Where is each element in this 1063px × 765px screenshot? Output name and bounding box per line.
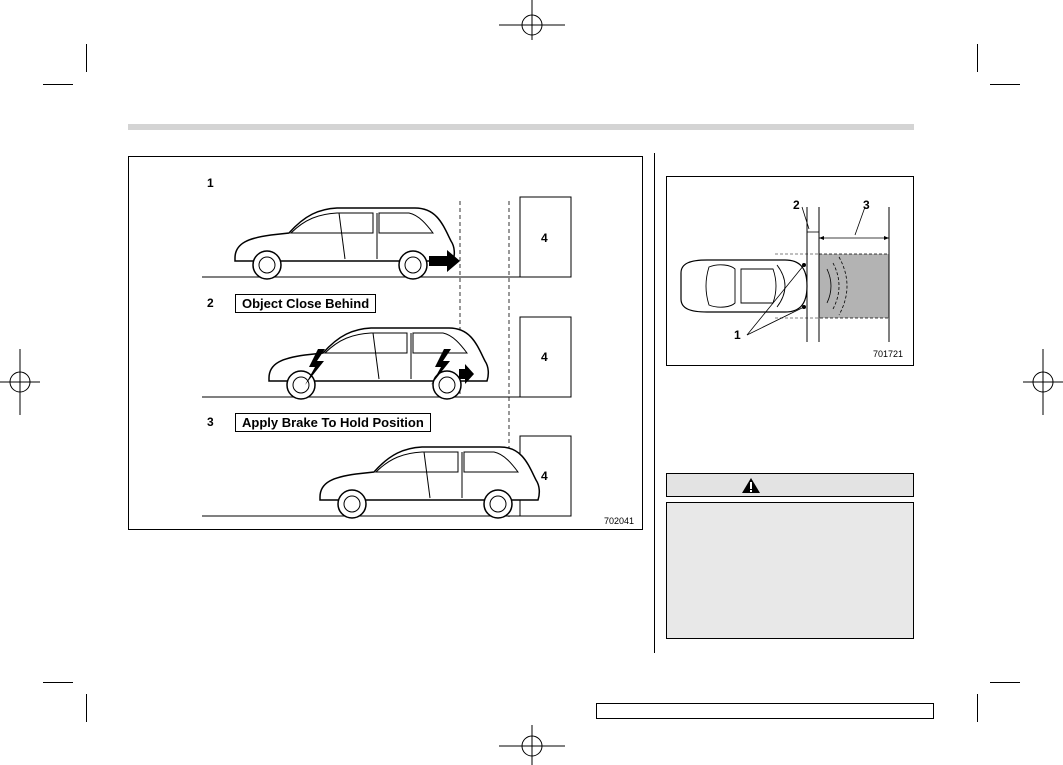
vehicle-icon xyxy=(319,446,541,519)
step-caption: Object Close Behind xyxy=(235,294,377,313)
crop-mark xyxy=(990,682,1020,683)
header-bar xyxy=(128,124,914,130)
figure-code: 701721 xyxy=(873,349,904,359)
figure-sensor-area: 2 3 1 701721 xyxy=(666,176,914,366)
crop-mark xyxy=(977,694,978,722)
column-divider xyxy=(654,153,655,653)
crop-mark xyxy=(86,44,87,72)
figure-code: 702041 xyxy=(604,516,635,526)
crop-mark xyxy=(43,682,73,683)
callout-label: 2 xyxy=(793,198,800,212)
crop-mark xyxy=(43,84,73,85)
callout-label: 1 xyxy=(734,328,741,342)
warning-header xyxy=(666,473,914,497)
obstacle-label: 4 xyxy=(541,469,548,483)
figure-reverse-braking: 1 2 Object Close Behind 3 Apply Brake To… xyxy=(128,156,643,530)
callout-label: 3 xyxy=(863,198,870,212)
lightning-icon xyxy=(431,349,451,385)
warning-body xyxy=(666,502,914,639)
footer-box xyxy=(596,703,934,719)
arrow-right-icon xyxy=(429,250,460,272)
obstacle-label: 4 xyxy=(541,231,548,245)
crop-mark xyxy=(86,694,87,722)
figure-drawing xyxy=(680,206,890,342)
warning-triangle-icon xyxy=(742,478,760,493)
obstacle-box xyxy=(519,196,572,278)
step-number: 1 xyxy=(207,176,214,190)
vehicle-icon xyxy=(234,207,456,280)
registration-target-icon xyxy=(499,0,565,40)
figure-drawing xyxy=(202,196,572,519)
detection-area xyxy=(818,253,890,319)
vehicle-icon xyxy=(268,327,490,400)
step-number: 3 xyxy=(207,415,214,429)
arrow-right-icon xyxy=(459,364,474,384)
obstacle-label: 4 xyxy=(541,350,548,364)
crop-mark xyxy=(990,84,1020,85)
vehicle-top-view-icon xyxy=(680,259,808,313)
step-number: 2 xyxy=(207,296,214,310)
registration-target-icon xyxy=(499,725,565,765)
step-caption: Apply Brake To Hold Position xyxy=(235,413,431,432)
lightning-icon xyxy=(305,349,325,385)
crop-mark xyxy=(977,44,978,72)
registration-target-icon xyxy=(0,349,40,415)
registration-target-icon xyxy=(1023,349,1063,415)
obstacle-box xyxy=(519,316,572,398)
